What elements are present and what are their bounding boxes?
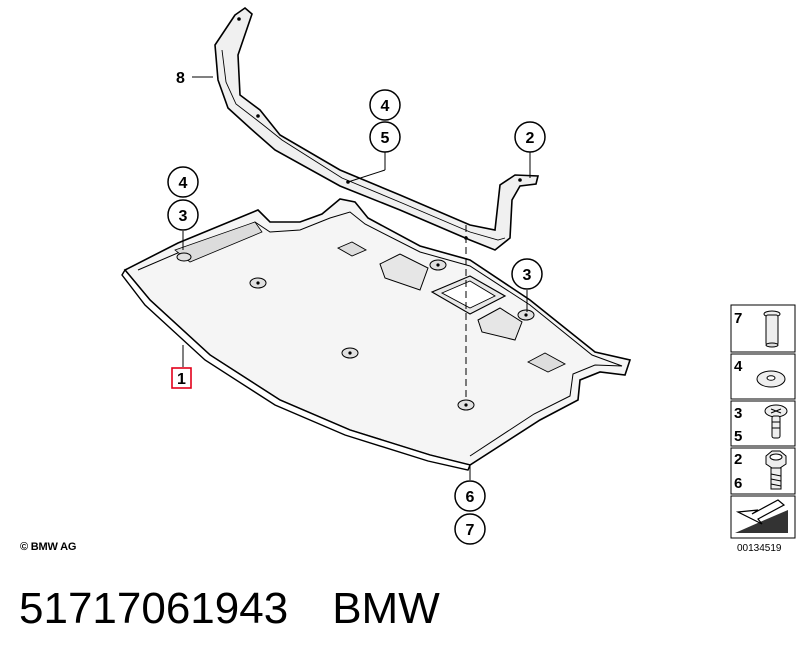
legend-number: 5	[734, 428, 742, 445]
legend-row-assembly	[735, 499, 788, 533]
diagram-reference-number: 00134519	[737, 543, 782, 554]
parts-legend: 7 4 3 5 2	[730, 304, 796, 539]
callout-1: 1	[171, 367, 192, 389]
callout-3-left: 3	[167, 199, 199, 231]
expanding-rivet-icon	[764, 404, 788, 439]
legend-row-expanding-rivet: 3 5	[734, 404, 788, 445]
callout-5-top: 5	[369, 121, 401, 153]
callout-4-left-label: 4	[179, 175, 188, 192]
callout-6: 6	[454, 480, 486, 512]
assembly-arrow-icon	[735, 499, 788, 533]
legend-row-hex-bolt: 2 6	[734, 450, 787, 492]
callout-4-left: 4	[167, 166, 199, 198]
footer-caption: 51717061943 BMW	[19, 584, 440, 634]
callout-8: 8	[176, 70, 185, 87]
washer-icon	[756, 370, 786, 388]
callout-7-label: 7	[466, 522, 475, 539]
legend-row-washer: 4	[734, 358, 786, 388]
callout-5-top-label: 5	[381, 130, 390, 147]
legend-row-rivet: 7	[734, 310, 781, 348]
callout-3-right-label: 3	[523, 267, 532, 284]
legend-number: 4	[734, 358, 743, 375]
callout-3-left-label: 3	[179, 208, 188, 225]
part-number: 51717061943	[19, 584, 289, 633]
legend-number: 7	[734, 310, 742, 327]
leader-lines	[182, 76, 531, 480]
callout-8-label: 8	[176, 70, 185, 87]
callout-2-label: 2	[526, 130, 535, 147]
legend-number: 2	[734, 451, 742, 468]
callout-3-right: 3	[511, 258, 543, 290]
hex-bolt-icon	[765, 450, 787, 490]
support-brace	[214, 6, 540, 251]
callout-2: 2	[514, 121, 546, 153]
callout-1-label: 1	[177, 371, 186, 388]
callout-4-top: 4	[369, 89, 401, 121]
brand-name: BMW	[332, 584, 440, 633]
legend-number: 6	[734, 475, 742, 492]
rivet-icon	[763, 310, 781, 348]
copyright-notice: © BMW AG	[20, 541, 77, 553]
legend-number: 3	[734, 405, 742, 422]
underbody-panel	[121, 198, 632, 471]
callout-4-top-label: 4	[381, 98, 390, 115]
callout-7: 7	[454, 513, 486, 545]
callout-6-label: 6	[466, 489, 475, 506]
